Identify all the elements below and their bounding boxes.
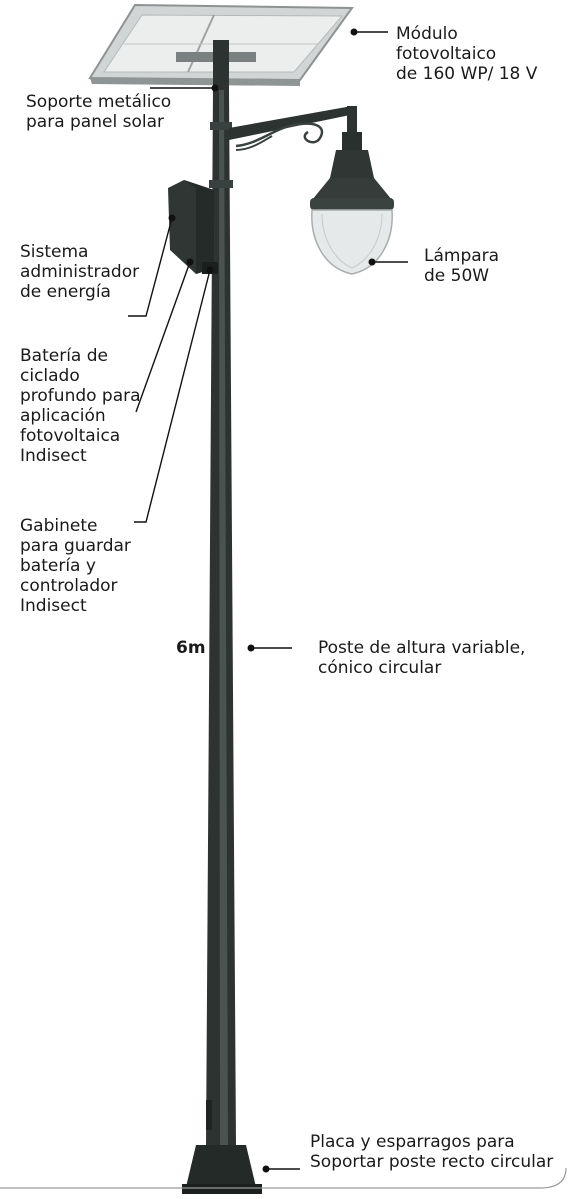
leader-lines	[128, 31, 408, 1170]
bottom-border	[0, 1167, 567, 1189]
label-base: Placa y esparragos para Soportar poste r…	[310, 1132, 554, 1172]
controller-cabinet	[168, 180, 218, 274]
panel-support	[176, 40, 256, 92]
lamp-arm	[229, 106, 357, 151]
label-support: Soporte metálico para panel solar	[26, 92, 172, 132]
base-plate	[182, 1145, 262, 1194]
label-pole: Poste de altura variable, cónico circula…	[318, 638, 526, 678]
label-battery: Batería de ciclado profundo para aplicac…	[20, 346, 141, 466]
label-height: 6m	[176, 638, 206, 658]
leader-dots	[168, 28, 376, 1173]
label-cabinet: Gabinete para guardar batería y controla…	[20, 516, 131, 616]
label-module: Módulo fotovoltaico de 160 WP/ 18 V	[396, 24, 538, 84]
lamp	[310, 132, 394, 275]
pole	[206, 90, 236, 1145]
label-lamp: Lámpara de 50W	[424, 246, 500, 286]
label-admin: Sistema administrador de energía	[20, 242, 140, 302]
